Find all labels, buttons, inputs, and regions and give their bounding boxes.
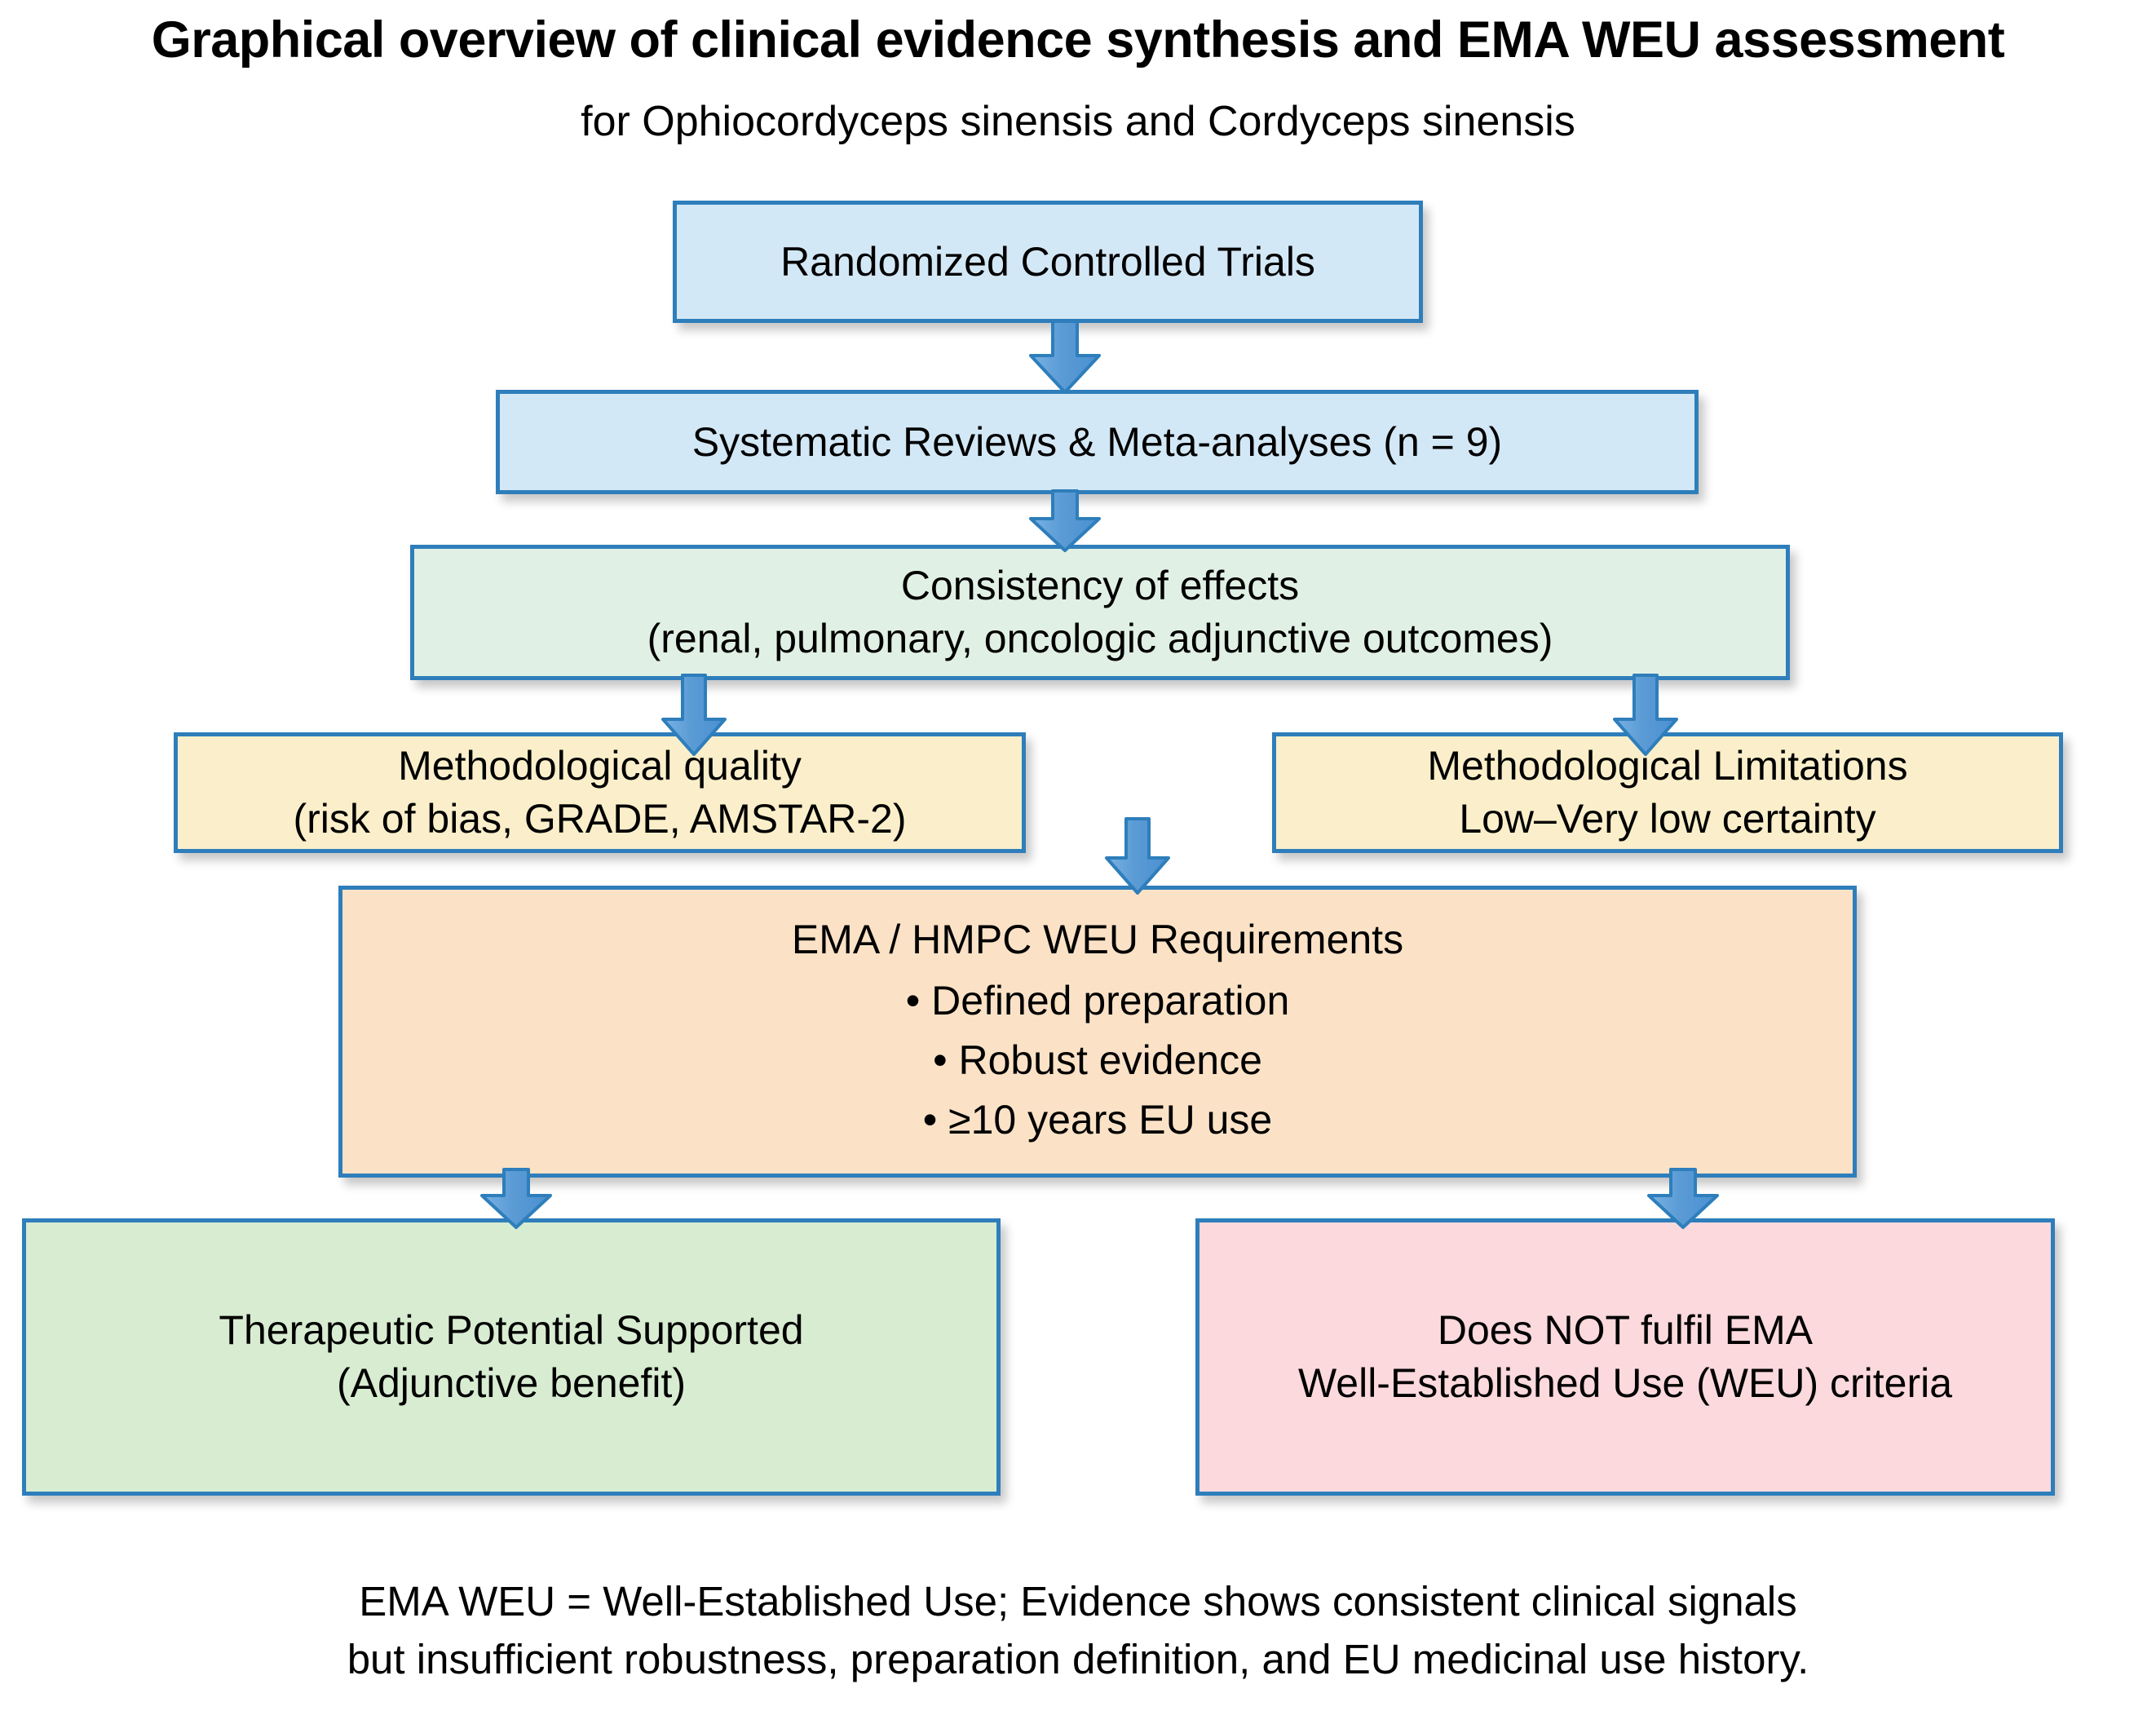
node-therapeutic-potential-supported[interactable]: Therapeutic Potential Supported (Adjunct… (22, 1218, 1001, 1496)
node-consistency-line1: Consistency of effects (900, 563, 1300, 608)
arrow-requirements-to-supported (477, 1168, 555, 1230)
node-supported-line1: Therapeutic Potential Supported (219, 1307, 804, 1353)
node-quality-line2: (risk of bias, GRADE, AMSTAR-2) (293, 796, 907, 842)
footnote: EMA WEU = Well-Established Use; Evidence… (0, 1572, 2156, 1689)
footnote-line-2: but insufficient robustness, preparation… (347, 1636, 1809, 1683)
node-systematic-reviews[interactable]: Systematic Reviews & Meta-analyses (n = … (496, 390, 1699, 494)
node-requirements-bullet-3: • ≥10 years EU use (922, 1097, 1273, 1143)
arrow-rct-to-reviews (1026, 320, 1104, 395)
page-subtitle: for Ophiocordyceps sinensis and Cordycep… (581, 98, 1575, 145)
node-weu-requirements[interactable]: EMA / HMPC WEU Requirements • Defined pr… (338, 886, 1857, 1178)
node-does-not-fulfil-weu[interactable]: Does NOT fulfil EMA Well-Established Use… (1195, 1218, 2055, 1496)
arrow-consistency-to-limitations (1610, 674, 1681, 757)
node-requirements-bullet-2: • Robust evidence (933, 1037, 1262, 1083)
node-quality-line1: Methodological quality (398, 743, 802, 789)
node-consistency-line2: (renal, pulmonary, oncologic adjunctive … (647, 616, 1553, 661)
node-requirements-title: EMA / HMPC WEU Requirements (791, 917, 1404, 962)
node-limitations-line1: Methodological Limitations (1427, 743, 1908, 789)
arrow-reviews-to-consistency (1026, 489, 1104, 553)
node-methodological-quality[interactable]: Methodological quality (risk of bias, GR… (174, 732, 1026, 853)
arrow-consistency-to-quality (659, 674, 729, 757)
node-not-fulfilled-line2: Well-Established Use (WEU) criteria (1297, 1360, 1953, 1406)
node-consistency-of-effects[interactable]: Consistency of effects (renal, pulmonary… (410, 545, 1790, 680)
node-rct-label: Randomized Controlled Trials (780, 238, 1315, 285)
node-reviews-label: Systematic Reviews & Meta-analyses (n = … (691, 418, 1503, 465)
node-not-fulfilled-line1: Does NOT fulfil EMA (1437, 1307, 1814, 1353)
node-methodological-limitations[interactable]: Methodological Limitations Low–Very low … (1272, 732, 2063, 853)
node-randomized-controlled-trials[interactable]: Randomized Controlled Trials (673, 201, 1423, 323)
arrow-requirements-to-not-fulfilled (1644, 1168, 1722, 1230)
node-limitations-line2: Low–Very low certainty (1459, 796, 1876, 842)
footnote-line-1: EMA WEU = Well-Established Use; Evidence… (359, 1578, 1797, 1625)
page-title: Graphical overview of clinical evidence … (151, 11, 2005, 69)
arrow-consistency-to-requirements (1102, 817, 1173, 895)
node-requirements-bullet-1: • Defined preparation (905, 978, 1290, 1023)
node-supported-line2: (Adjunctive benefit) (336, 1360, 686, 1406)
